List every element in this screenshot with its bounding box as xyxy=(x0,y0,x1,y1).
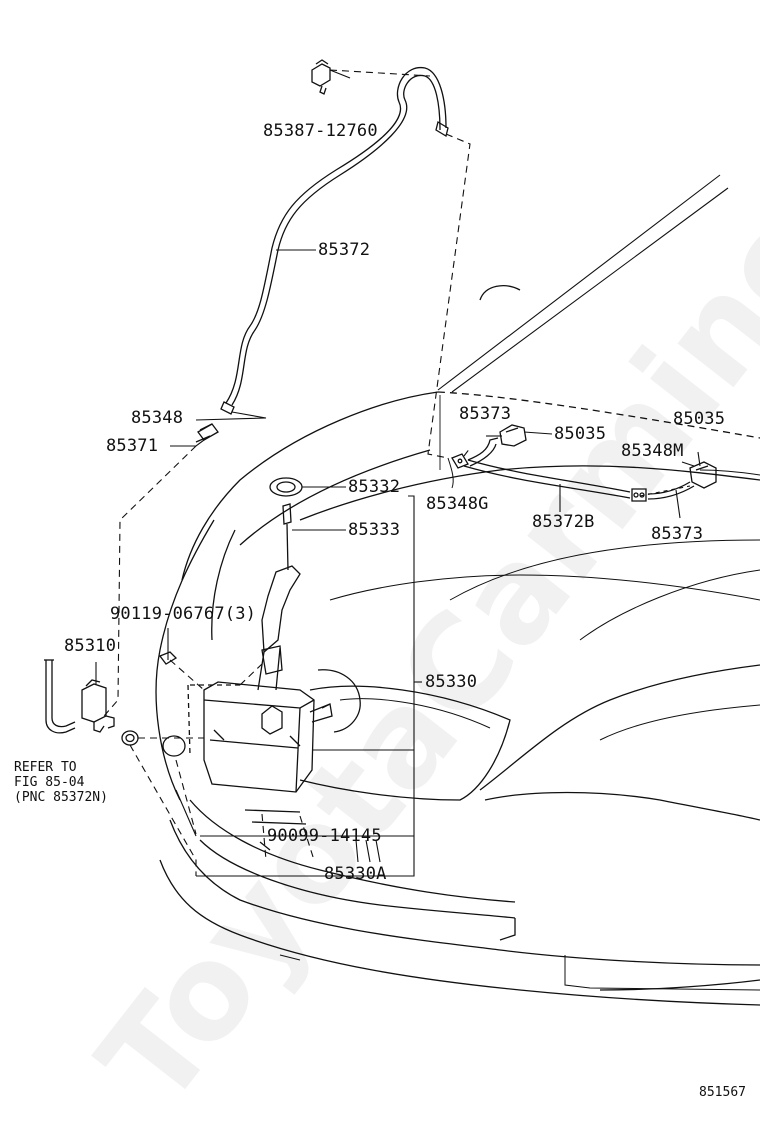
part-label-85348G[interactable]: 85348G xyxy=(426,494,489,514)
part-label-85332[interactable]: 85332 xyxy=(348,477,401,497)
part-label-85387-12760[interactable]: 85387-12760 xyxy=(263,121,378,141)
part-label-85330A[interactable]: 85330A xyxy=(324,864,387,884)
components xyxy=(81,59,717,851)
dashed-connectors xyxy=(103,69,691,876)
part-label-90099-14145[interactable]: 90099-14145 xyxy=(267,826,382,846)
part-label-85372[interactable]: 85372 xyxy=(318,240,371,260)
figure-number: 851567 xyxy=(699,1085,746,1100)
part-label-85373-bottom[interactable]: 85373 xyxy=(651,524,704,544)
part-label-85348M[interactable]: 85348M xyxy=(621,441,684,461)
part-label-85310[interactable]: 85310 xyxy=(64,636,117,656)
reference-note: REFER TO FIG 85-04 (PNC 85372N) xyxy=(14,760,108,805)
part-label-85348[interactable]: 85348 xyxy=(131,408,184,428)
part-label-85373-top[interactable]: 85373 xyxy=(459,404,512,424)
car-body-outline xyxy=(155,174,760,1006)
part-label-85372B[interactable]: 85372B xyxy=(532,512,595,532)
leader-lines xyxy=(95,69,701,877)
part-label-85333[interactable]: 85333 xyxy=(348,520,401,540)
part-label-85371[interactable]: 85371 xyxy=(106,436,159,456)
part-label-85330[interactable]: 85330 xyxy=(425,672,478,692)
part-label-85035-left[interactable]: 85035 xyxy=(554,424,607,444)
part-label-90119-06767[interactable]: 90119-06767(3) xyxy=(110,604,257,624)
hose-lines xyxy=(44,67,695,734)
part-label-85035-right[interactable]: 85035 xyxy=(673,409,726,429)
